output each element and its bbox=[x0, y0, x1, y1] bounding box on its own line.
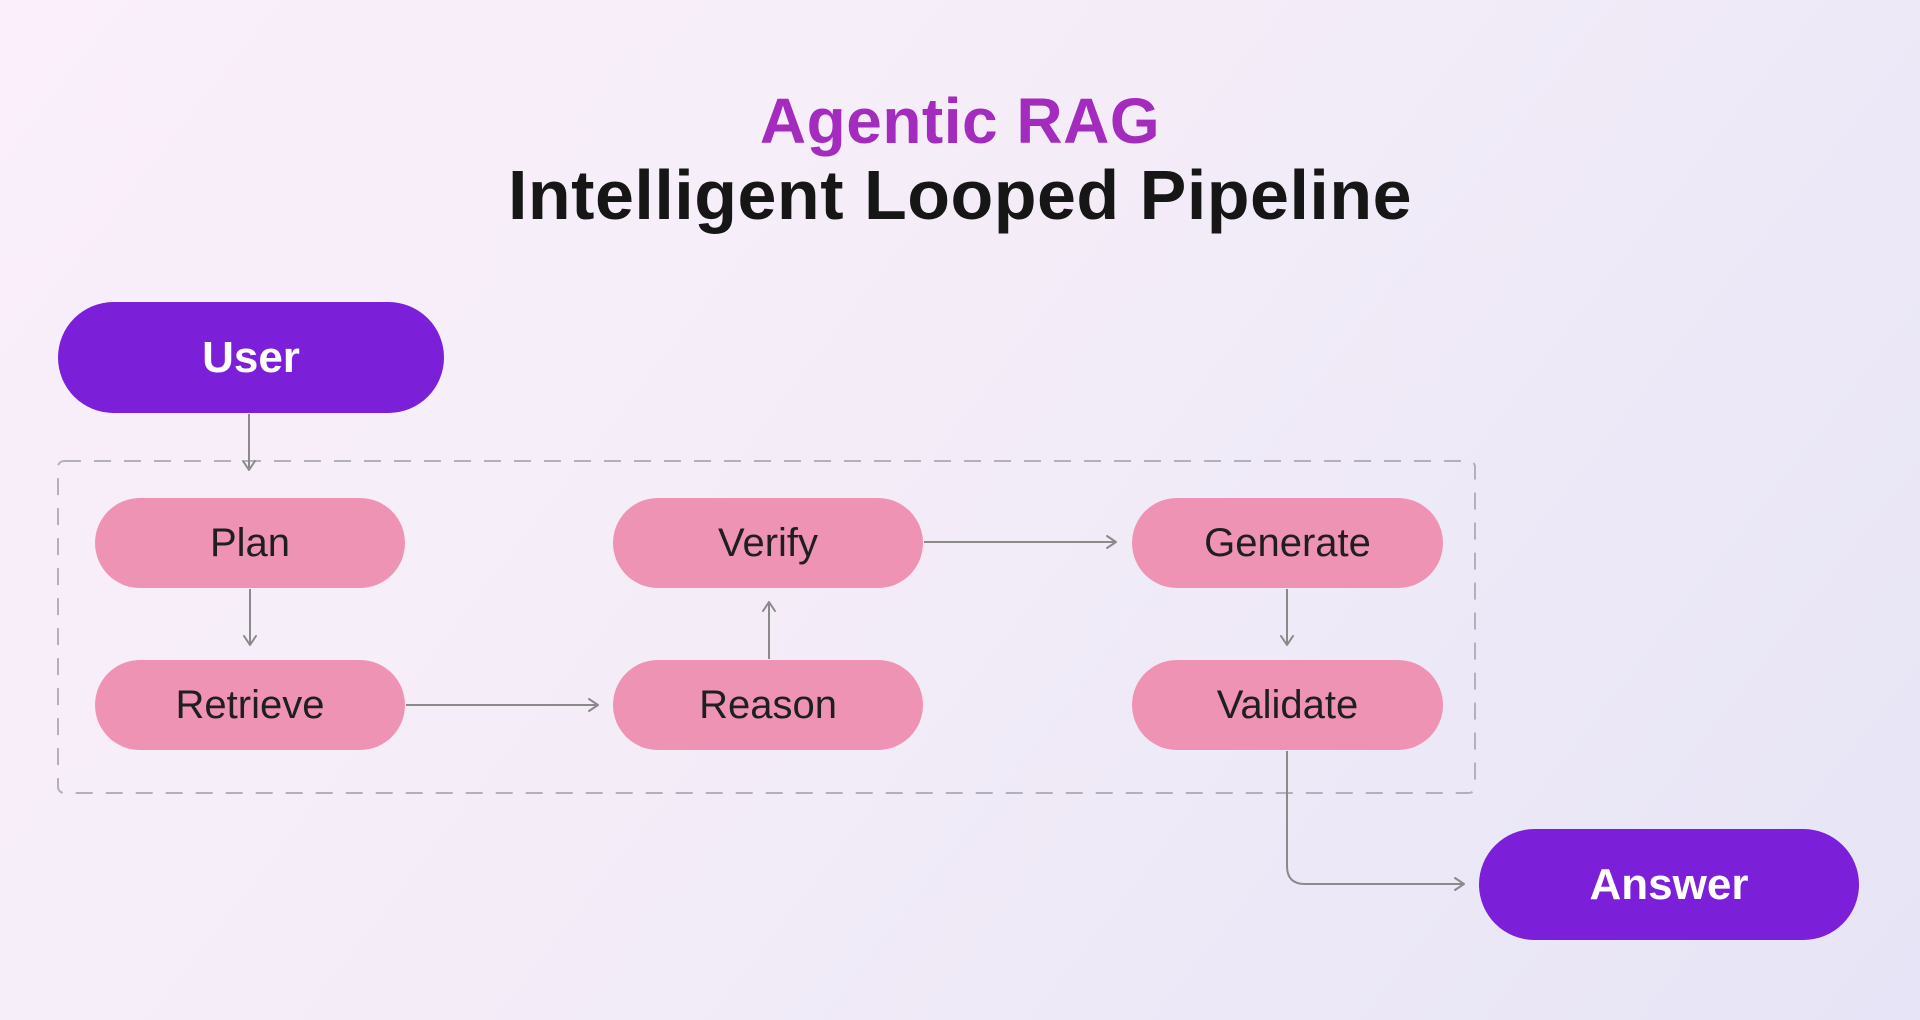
retrieve-node: Retrieve bbox=[95, 660, 405, 750]
answer-node-label: Answer bbox=[1589, 859, 1749, 909]
edge-validate-answer bbox=[1286, 751, 1465, 891]
diagram-title: Agentic RAG bbox=[759, 85, 1161, 157]
answer-node: Answer bbox=[1479, 829, 1859, 940]
reason-node-label: Reason bbox=[699, 682, 837, 727]
diagram-subtitle: Intelligent Looped Pipeline bbox=[507, 156, 1413, 235]
validate-node: Validate bbox=[1132, 660, 1443, 750]
validate-node-label: Validate bbox=[1216, 682, 1359, 727]
user-node-label: User bbox=[202, 332, 300, 382]
plan-node-label: Plan bbox=[209, 520, 291, 565]
generate-node-label: Generate bbox=[1204, 520, 1371, 565]
diagram-header: Agentic RAG Intelligent Looped Pipeline bbox=[0, 86, 1920, 235]
plan-node: Plan bbox=[95, 498, 405, 588]
user-node: User bbox=[58, 302, 444, 413]
retrieve-node-label: Retrieve bbox=[175, 682, 325, 727]
generate-node: Generate bbox=[1132, 498, 1443, 588]
verify-node: Verify bbox=[613, 498, 923, 588]
reason-node: Reason bbox=[613, 660, 923, 750]
verify-node-label: Verify bbox=[717, 520, 819, 565]
